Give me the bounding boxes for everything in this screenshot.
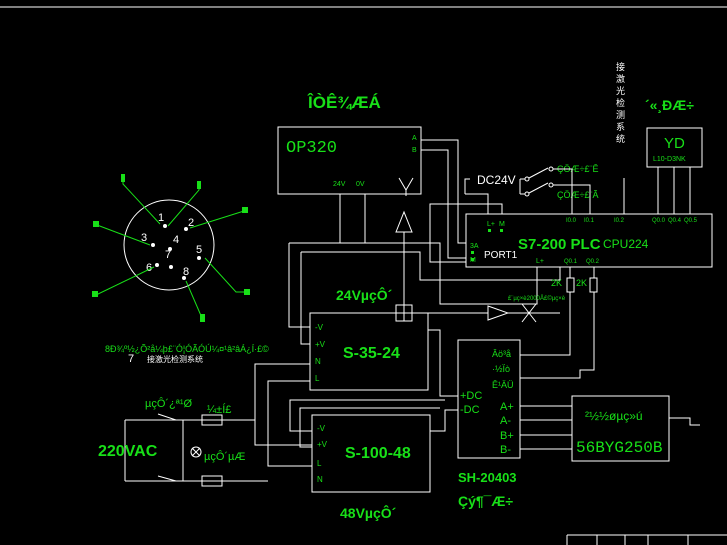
plc-i00: I0.0 xyxy=(566,218,577,224)
op320-hmi: ÎÒÊ¾ÆÁ OP320 A B 24V 0V xyxy=(277,93,422,196)
connector-8pin: 1 2 3 4 5 6 7 8 8Ð¾º½¿Õ²å¼þ£¨Ó¦ÓÃÓÚ¼¤¹â²… xyxy=(92,174,269,365)
ps1-vminus: -V xyxy=(315,323,324,332)
vertical-sensor-note: 接激光检测系统 xyxy=(615,61,625,214)
yd-model: L10-D3NK xyxy=(653,156,686,163)
pin-4: 4 xyxy=(173,234,179,246)
seven-mark: 7 xyxy=(128,353,134,365)
resistor-b-label: 2K xyxy=(576,278,587,288)
ps1-vplus: +V xyxy=(315,340,326,349)
op-title: ÎÒÊ¾ÆÁ xyxy=(307,93,381,112)
vertical-sensor-label: 接激光检测系统 xyxy=(615,61,625,146)
pin-1: 1 xyxy=(158,212,164,224)
driver-b-minus: B- xyxy=(500,444,511,456)
driver-en: Ê¹ÄÜ xyxy=(492,380,514,390)
ps1-l: L xyxy=(315,374,320,383)
op-b: B xyxy=(412,147,417,154)
dc24v-label: DC24V xyxy=(477,173,516,187)
plc-3a: 3A xyxy=(470,243,479,250)
connector-note: 8Ð¾º½¿Õ²å¼þ£¨Ó¦ÓÃÓÚ¼¤¹â²âÁ¿Í·£© xyxy=(105,344,269,354)
resistor-note: £¨µç×è2000Å£©µç×è xyxy=(508,295,566,302)
motor-model: 56BYG250B xyxy=(576,439,662,457)
plc-port: PORT1 xyxy=(484,250,518,261)
op-24v: 24V xyxy=(333,181,346,188)
plc-q04: Q0.4 xyxy=(668,218,682,224)
supply24-label: 24VµçÔ´ xyxy=(336,286,393,303)
plc-cpu: CPU224 xyxy=(603,237,649,251)
plc-lplus: L+ xyxy=(536,258,544,265)
op-a: A xyxy=(412,135,417,142)
driver-model: SH-20403 xyxy=(458,470,517,485)
plc-s7-200: L+ M S7-200 PLC CPU224 I0.0 I0.1 I0.2 Q0… xyxy=(465,213,713,268)
sensor-note: 接激光检测系统 xyxy=(147,354,203,364)
power-supply-48v: S-100-48 -V +V L N 48VµçÔ´ xyxy=(311,414,431,521)
ps2-n: N xyxy=(317,475,323,484)
plc-i01: I0.1 xyxy=(584,218,595,224)
driver-pulse: Âö³å xyxy=(492,349,511,359)
plc-q01: Q0.1 xyxy=(564,259,578,265)
driver-dc-plus: +DC xyxy=(460,390,482,402)
driver-b-plus: B+ xyxy=(500,430,514,442)
motor-title: ²½½øµç»ú xyxy=(585,409,643,423)
power-supply-24v: 24VµçÔ´ S-35-24 -V +V N L xyxy=(309,286,429,391)
pin-5: 5 xyxy=(196,244,202,256)
plc-q00: Q0.0 xyxy=(652,218,666,224)
yd-title: ´«¸ÐÆ÷ xyxy=(645,97,694,113)
supply48-label: 48VµçÔ´ xyxy=(340,504,397,521)
pin-2: 2 xyxy=(188,217,194,229)
ps2-vplus: +V xyxy=(317,440,328,449)
pin-3: 3 xyxy=(141,232,147,244)
power-wiring xyxy=(124,329,458,482)
plc-q02: Q0.2 xyxy=(586,259,600,265)
ps1-n: N xyxy=(315,357,321,366)
op320-label: OP320 xyxy=(286,139,337,158)
pin-7: 7 xyxy=(165,249,171,261)
driver-a-minus: A- xyxy=(500,415,511,427)
ps2-model: S-100-48 xyxy=(345,445,411,462)
ps2-vminus: -V xyxy=(317,424,326,433)
ac-switch-label: µçÔ´¿ª¹Ø xyxy=(145,397,193,410)
stepper-motor: ²½½øµç»ú 56BYG250B xyxy=(520,395,700,462)
driver-title: Çý¶¯Æ÷ xyxy=(458,493,513,509)
driver-dc-minus: -DC xyxy=(460,404,480,416)
ps2-l: L xyxy=(317,459,322,468)
plc-title: S7-200 PLC xyxy=(518,236,601,253)
resistors: 2K 2K £¨µç×è2000Å£©µç×è xyxy=(508,267,598,379)
switch1-label: ÇÖÆ÷£¨Ê xyxy=(557,164,598,174)
plc-q05: Q0.5 xyxy=(684,218,698,224)
driver-dir: ·½Ïò xyxy=(492,364,510,374)
pin-8: 8 xyxy=(183,266,189,278)
ac-input-label: 220VAC xyxy=(98,443,158,460)
plc-i02: I0.2 xyxy=(614,218,625,224)
resistor-a-label: 2K xyxy=(551,278,562,288)
plc-m-top: M xyxy=(499,221,505,228)
ac-input: 220VAC µçÔ´¿ª¹Ø ¼±Í£ µçÔ´µÆ xyxy=(98,397,245,487)
switch-inputs: DC24V ÇÖÆ÷£¨Ê ÇÖÆ÷£¨Ã xyxy=(464,164,598,214)
estop-label: ¼±Í£ xyxy=(207,403,231,416)
pin-6: 6 xyxy=(146,262,152,274)
ps1-model: S-35-24 xyxy=(343,345,400,362)
indicator-label: µçÔ´µÆ xyxy=(204,450,245,463)
driver-a-plus: A+ xyxy=(500,401,514,413)
yd-label: YD xyxy=(664,135,685,152)
switch2-label: ÇÖÆ÷£¨Ã xyxy=(557,190,598,200)
wiring xyxy=(288,139,561,345)
title-block xyxy=(566,534,727,545)
stepper-driver: Âö³å ·½Ïò Ê¹ÄÜ +DC -DC A+ A- B+ B- SH-20… xyxy=(457,339,521,509)
op-0v: 0V xyxy=(356,181,365,188)
plc-lplus-top: L+ xyxy=(487,221,495,228)
yd-sensor: ´«¸ÐÆ÷ YD L10-D3NK xyxy=(645,97,703,214)
